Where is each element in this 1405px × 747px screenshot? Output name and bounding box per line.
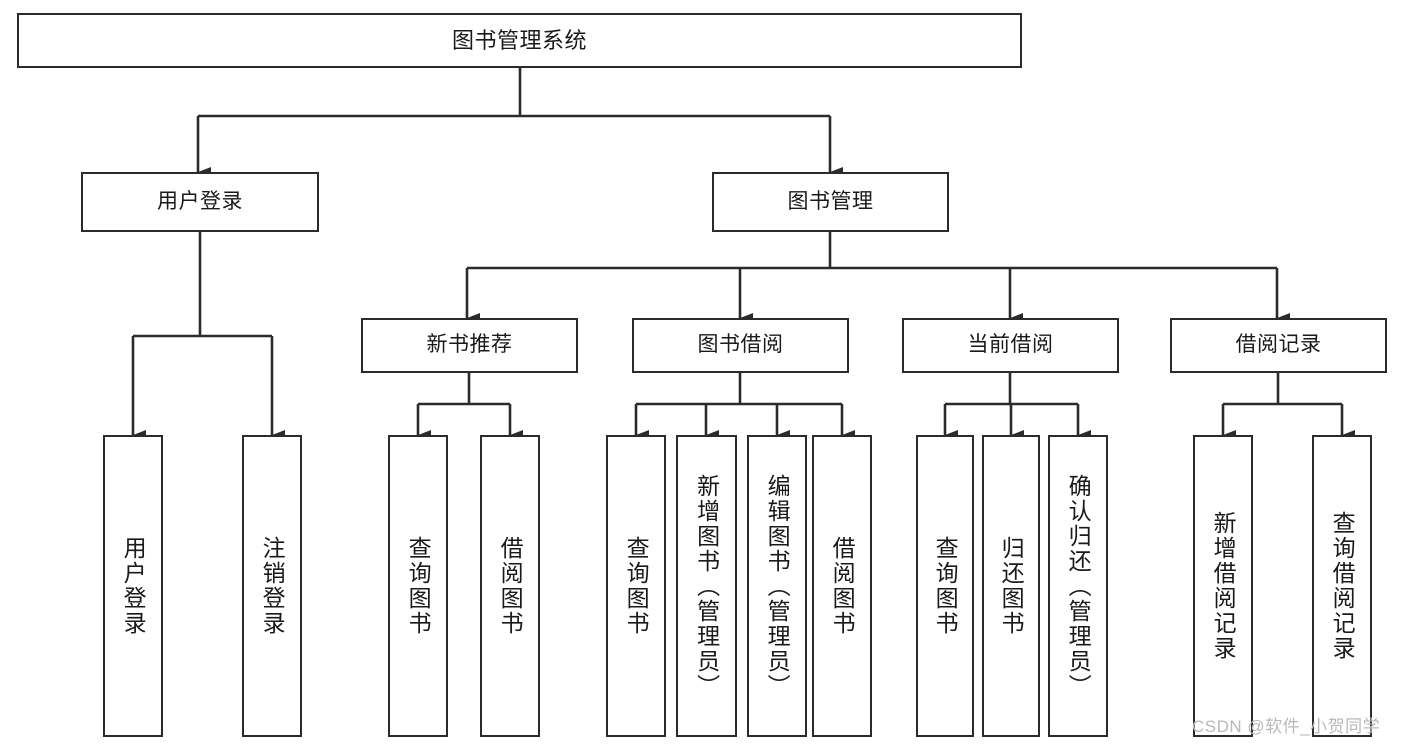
node-user-login-leaf-label: 用户登录: [120, 536, 147, 636]
node-borrow-book-2-label: 借阅图书: [829, 536, 856, 636]
node-current-borrow[interactable]: 当前借阅: [902, 318, 1119, 373]
node-add-book-admin-label: 新增图书（管理员）: [693, 473, 720, 699]
node-borrow-record[interactable]: 借阅记录: [1170, 318, 1387, 373]
node-edit-book-admin[interactable]: 编辑图书（管理员）: [747, 435, 807, 737]
node-logout-leaf[interactable]: 注销登录: [242, 435, 302, 737]
node-book-manage-label: 图书管理: [787, 189, 874, 213]
node-current-borrow-label: 当前借阅: [967, 333, 1054, 357]
csdn-watermark: CSDN @软件_小贺同学: [1192, 717, 1381, 736]
node-book-borrow[interactable]: 图书借阅: [632, 318, 849, 373]
node-add-borrow-record-label: 新增借阅记录: [1210, 511, 1237, 661]
node-borrow-record-label: 借阅记录: [1235, 333, 1322, 357]
node-user-login-label: 用户登录: [157, 189, 243, 213]
node-logout-leaf-label: 注销登录: [259, 536, 286, 636]
node-new-book-recommend[interactable]: 新书推荐: [361, 318, 578, 373]
node-borrow-book-2[interactable]: 借阅图书: [812, 435, 872, 737]
node-root-label: 图书管理系统: [451, 27, 587, 53]
node-query-book-3-label: 查询图书: [932, 536, 959, 636]
node-return-book[interactable]: 归还图书: [982, 435, 1040, 737]
node-query-book-3[interactable]: 查询图书: [916, 435, 974, 737]
node-confirm-return-admin-label: 确认归还（管理员）: [1065, 473, 1092, 699]
node-book-manage[interactable]: 图书管理: [712, 172, 949, 232]
node-query-book-2-label: 查询图书: [623, 536, 650, 636]
node-borrow-book-1[interactable]: 借阅图书: [480, 435, 540, 737]
node-book-borrow-label: 图书借阅: [697, 333, 784, 357]
node-user-login-leaf[interactable]: 用户登录: [103, 435, 163, 737]
node-query-borrow-record[interactable]: 查询借阅记录: [1312, 435, 1372, 737]
node-confirm-return-admin[interactable]: 确认归还（管理员）: [1048, 435, 1108, 737]
node-new-book-recommend-label: 新书推荐: [426, 333, 513, 357]
node-query-borrow-record-label: 查询借阅记录: [1329, 511, 1356, 661]
node-query-book-1[interactable]: 查询图书: [388, 435, 448, 737]
node-return-book-label: 归还图书: [998, 536, 1025, 636]
node-borrow-book-1-label: 借阅图书: [497, 536, 524, 636]
node-root[interactable]: 图书管理系统: [17, 13, 1022, 68]
node-query-book-2[interactable]: 查询图书: [606, 435, 666, 737]
node-add-borrow-record[interactable]: 新增借阅记录: [1193, 435, 1253, 737]
node-user-login[interactable]: 用户登录: [81, 172, 319, 232]
node-query-book-1-label: 查询图书: [405, 536, 432, 636]
node-edit-book-admin-label: 编辑图书（管理员）: [764, 473, 791, 699]
node-add-book-admin[interactable]: 新增图书（管理员）: [676, 435, 737, 737]
